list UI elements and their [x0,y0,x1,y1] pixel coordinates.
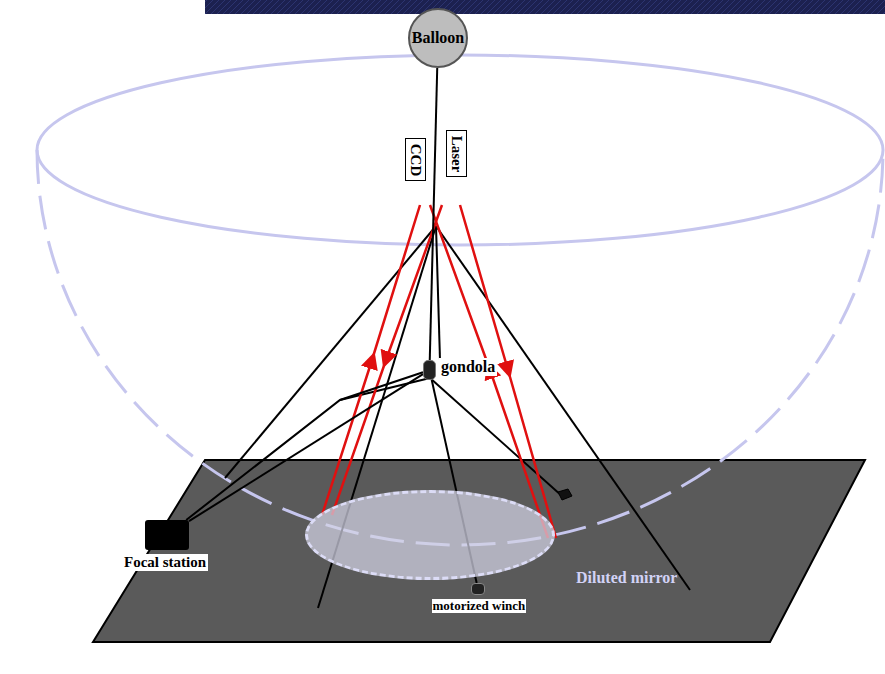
gondola-node: gondola [423,358,499,382]
node-label: Balloon [412,29,464,47]
anchor-weight [558,489,572,500]
node-label: Laser [448,135,465,172]
laser-ray [322,205,420,515]
cable [225,226,436,478]
laser-rays [322,205,556,538]
node-label: CCD [407,143,424,176]
cable-connector [430,68,437,360]
diluted-mirror-node: Diluted mirror [305,490,555,580]
focal-station-box [145,520,189,550]
hemisphere-rim [37,55,883,245]
node-label: motorized winch [432,599,527,613]
gondola-cylinder [423,360,436,380]
ccd-box: CCD [405,138,426,181]
node-label: Diluted mirror [576,569,677,587]
cable [436,226,440,360]
laser-ray [430,205,548,538]
node-label: Focal station [122,554,208,571]
winch-node: motorized winch [430,583,527,615]
laser-box: Laser [446,130,467,177]
winch-drum [471,583,485,595]
node-label: gondola [439,358,497,376]
balloon-circle: Balloon [408,8,468,68]
cable [340,378,430,400]
hemisphere-lower [37,150,883,545]
top-band [205,0,885,14]
laser-ray [332,205,442,515]
ground-plane [93,460,865,642]
cable [430,378,562,496]
focal-station-node: Focal station [120,520,206,573]
